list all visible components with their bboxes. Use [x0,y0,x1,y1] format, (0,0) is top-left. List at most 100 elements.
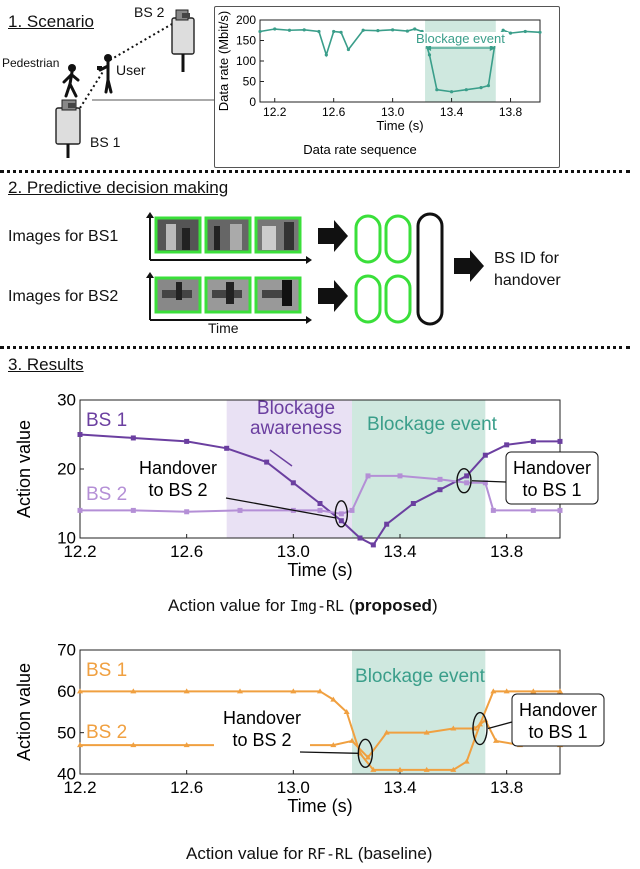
blockage-region [352,650,486,774]
blockage-annotation: Blockage event [416,31,505,46]
y-tick-label: 40 [57,765,76,784]
handover-bs2-annotation: Handover [223,708,301,728]
user-label: User [116,62,146,78]
data-point [464,473,470,479]
data-point [376,29,380,33]
bs1-icon [55,99,81,158]
data-point [557,507,563,513]
data-point [332,29,336,34]
images-bs2-label: Images for BS2 [8,288,119,305]
rf-rl-caption: Action value for RF-RL (baseline) [186,844,433,863]
data-point [338,511,344,517]
data-point [449,90,454,94]
data-point [508,31,513,35]
y-tick-label: 150 [236,34,256,48]
data-point [302,28,306,32]
data-point [290,688,297,694]
data-point [450,766,457,772]
data-point [501,28,505,32]
divider-2 [0,346,630,349]
x-tick-label: 12.6 [322,105,346,119]
x-tick-label: 12.6 [170,778,203,797]
data-point [330,696,337,702]
output-label-line2: handover [494,272,561,289]
awareness-region [226,400,352,538]
data-point [370,766,377,772]
handover-bs1-annotation: Handover [519,700,597,720]
data-point [324,53,328,57]
data-point [365,754,371,760]
data-point [405,29,409,33]
x-tick-label: 13.0 [277,542,310,561]
data-point [184,509,190,515]
data-point [237,507,243,513]
handover-bs2-arrow [299,751,359,754]
data-point [130,742,137,748]
y-tick-label: 200 [236,13,256,27]
output-label-line1: BS ID for [494,250,559,267]
data-point [423,729,430,735]
data-point [370,542,376,548]
data-point [423,766,430,772]
data-point [504,442,510,448]
data-point [77,742,83,748]
data-point [490,688,497,694]
data-point [464,480,470,486]
data-point [463,758,470,764]
data-point [349,507,355,513]
data-point [317,507,323,513]
x-tick-label: 13.8 [499,105,523,119]
y-tick-label: 50 [57,723,76,742]
x-tick-label: 13.8 [490,542,523,561]
handover-bs2-annotation: to BS 2 [148,480,207,500]
series-line [80,474,560,515]
blockage-annotation: Blockage event [367,414,498,435]
data-point [361,28,365,32]
data-point [383,729,390,735]
plot-frame [79,649,561,775]
img-rl-tag: proposed [354,596,432,615]
pedestrian-icon [62,64,80,98]
series-line [259,28,541,93]
x-tick-label: 13.8 [490,778,523,797]
x-tick-label: 12.6 [170,542,203,561]
data-point [437,476,443,482]
y-axis-label: Data rate (Mbit/s) [216,11,231,111]
user-icon [97,54,113,94]
handover-bs2-arrow [225,497,336,519]
y-tick-label: 0 [249,95,256,109]
scenario-illustration [55,9,214,158]
x-tick-label: 12.2 [63,778,96,797]
y-tick-label: 100 [236,54,256,68]
handover-bs2-annotation: to BS 2 [232,730,291,750]
data-point [77,688,83,694]
series-line [79,433,560,547]
pedestrian-label: Pedestrian [2,56,60,70]
arrow-head [489,45,496,51]
x-axis-label: Time (s) [287,796,352,816]
y-axis-label: Action value [14,420,34,518]
series-line [80,718,560,760]
annotation-box [505,451,599,505]
handover-bs1-arrow [471,480,507,483]
data-point [130,435,136,441]
data-point [346,47,351,52]
data-point [410,501,416,506]
data-point [464,88,468,92]
data-point [339,30,343,34]
data-point [183,742,190,748]
x-tick-label: 12.2 [63,542,96,561]
data-point [437,487,443,493]
series-line [80,690,560,771]
handover-bs1-annotation: to BS 1 [528,722,587,742]
y-tick-label: 20 [57,460,76,479]
data-point [523,29,527,34]
annotation-bg [412,32,509,46]
x-tick-label: 13.0 [381,105,405,119]
data-point [237,688,243,694]
handover-bs1-annotation: Handover [513,458,591,478]
data-point [530,688,537,694]
x-tick-label: 12.2 [263,105,287,119]
